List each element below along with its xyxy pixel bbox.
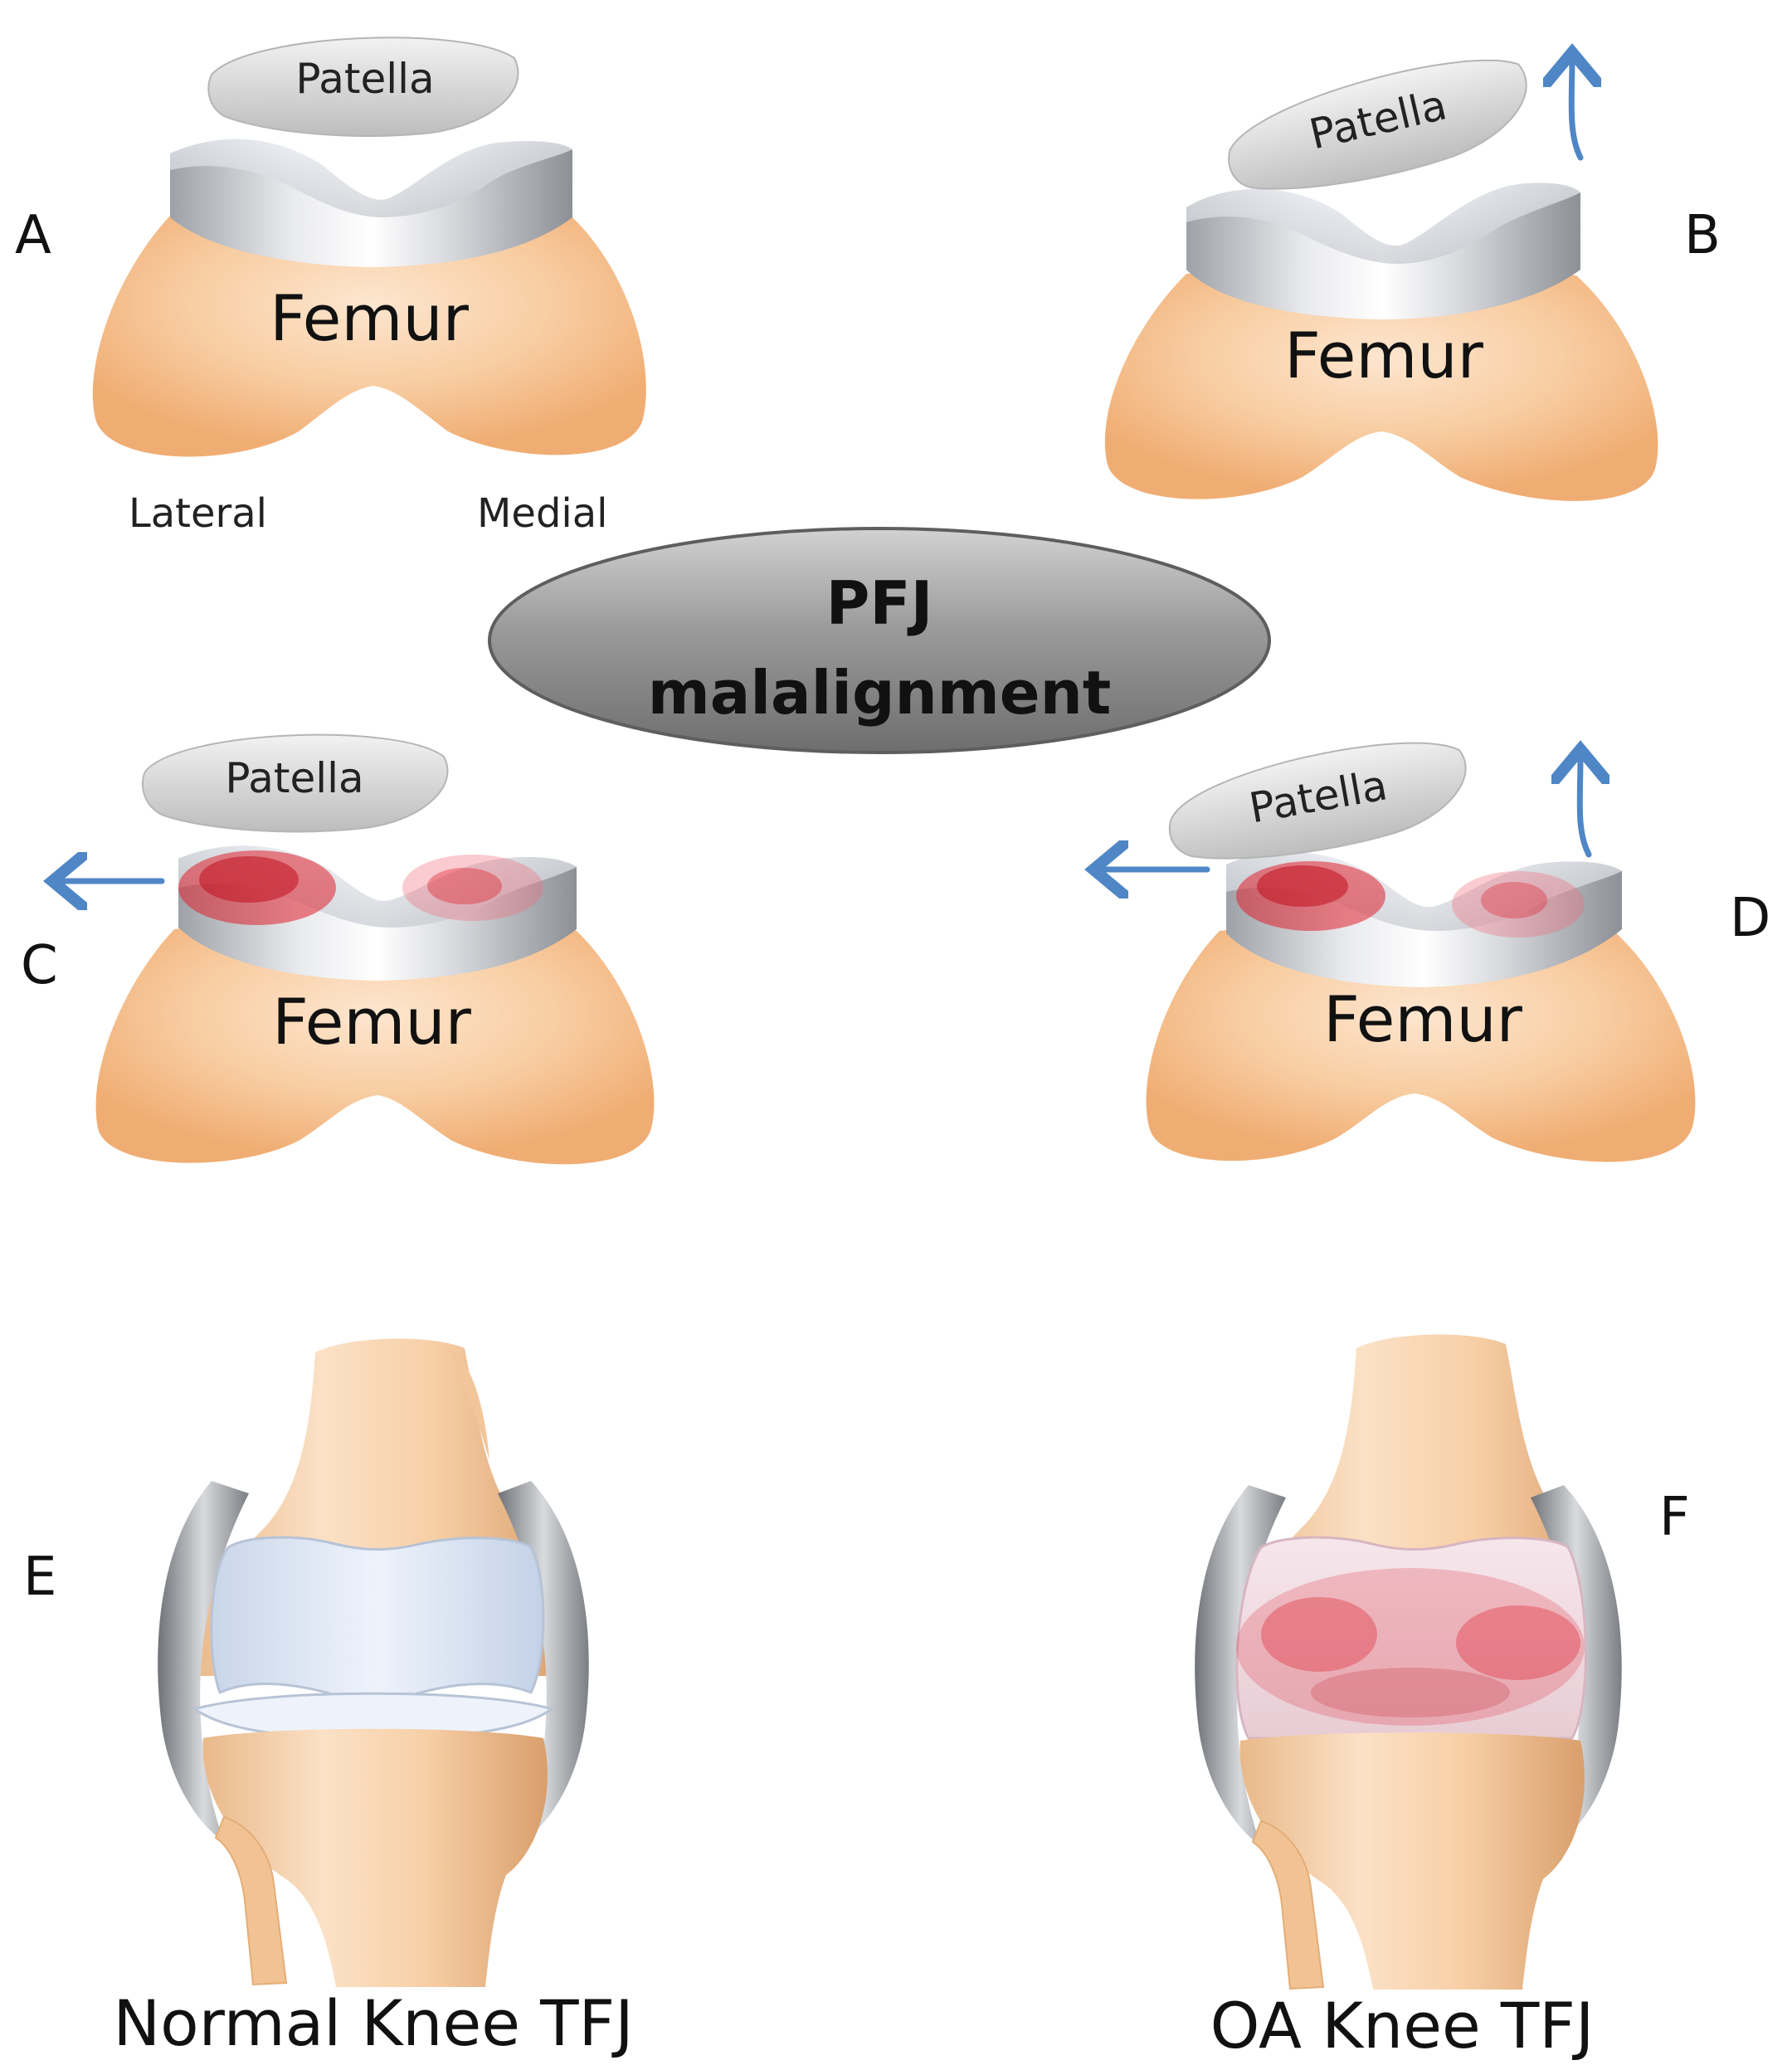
cartilage-damage-medial	[1452, 871, 1585, 938]
tibia	[1239, 1732, 1585, 1990]
patella	[1228, 59, 1527, 190]
panel-e: E Normal Knee TFJ	[23, 1338, 634, 2060]
femoral-cartilage	[210, 1536, 545, 1711]
cartilage-damage-lateral	[1236, 861, 1385, 931]
patella	[207, 37, 519, 137]
patella-label: Patella	[225, 754, 363, 802]
medial-meniscus	[1531, 1485, 1622, 1846]
patella-group: Patella	[1168, 742, 1467, 860]
center-ellipse	[488, 527, 1271, 754]
femur-label: Femur	[1323, 982, 1523, 1056]
panel-caption-e: Normal Knee TFJ	[113, 1986, 633, 2060]
panel-letter-f: F	[1659, 1487, 1690, 1548]
medial-meniscus	[498, 1481, 589, 1842]
patella	[1168, 742, 1467, 860]
panel-caption-f: OA Knee TFJ	[1210, 1989, 1595, 2063]
femur-label: Femur	[272, 985, 472, 1059]
femur-bone	[95, 922, 655, 1165]
center-title-line2: malalignment	[648, 658, 1112, 728]
patella-group: Patella	[1228, 59, 1527, 190]
panel-b: Patella Femur B	[1104, 45, 1721, 501]
cartilage-damage-lateral	[178, 850, 336, 925]
fibula	[1251, 1819, 1325, 1990]
tibia	[202, 1728, 548, 1987]
panel-letter-c: C	[21, 935, 58, 996]
panel-letter-a: A	[15, 205, 51, 266]
lateral-meniscus	[1195, 1485, 1286, 1846]
upward-arrow	[1580, 755, 1589, 858]
patella-label: Patella	[295, 55, 434, 103]
panel-letter-b: B	[1684, 205, 1721, 266]
femoral-cartilage	[1235, 1536, 1587, 1740]
pfj-malalignment-node: PFJ malalignment	[488, 527, 1271, 754]
upward-arrow	[1571, 58, 1580, 161]
cartilage-surface	[1186, 183, 1580, 264]
panel-c: Patella Femur C	[21, 733, 655, 1165]
medial-label: Medial	[477, 490, 608, 537]
center-title-line1: PFJ	[826, 568, 933, 638]
femur-label: Femur	[270, 281, 470, 355]
lateral-label: Lateral	[129, 490, 267, 537]
panel-letter-d: D	[1730, 888, 1770, 949]
panel-d: Patella Femur D	[1099, 729, 1770, 1162]
panel-letter-e: E	[23, 1546, 56, 1608]
panel-a: Patella Femur A Lateral Medial	[15, 37, 646, 537]
femur-bone	[92, 209, 646, 457]
panel-f: F OA Knee TFJ	[1195, 1334, 1690, 2063]
cartilage-surface	[170, 139, 572, 217]
femur-bone	[1146, 923, 1696, 1162]
lateral-meniscus	[158, 1481, 249, 1842]
cartilage-damage	[1236, 1568, 1585, 1726]
patella	[141, 733, 449, 833]
femur-bone	[1104, 267, 1658, 501]
fibula	[214, 1815, 288, 1986]
femur-label: Femur	[1284, 319, 1484, 392]
cartilage-damage-medial	[402, 855, 543, 921]
